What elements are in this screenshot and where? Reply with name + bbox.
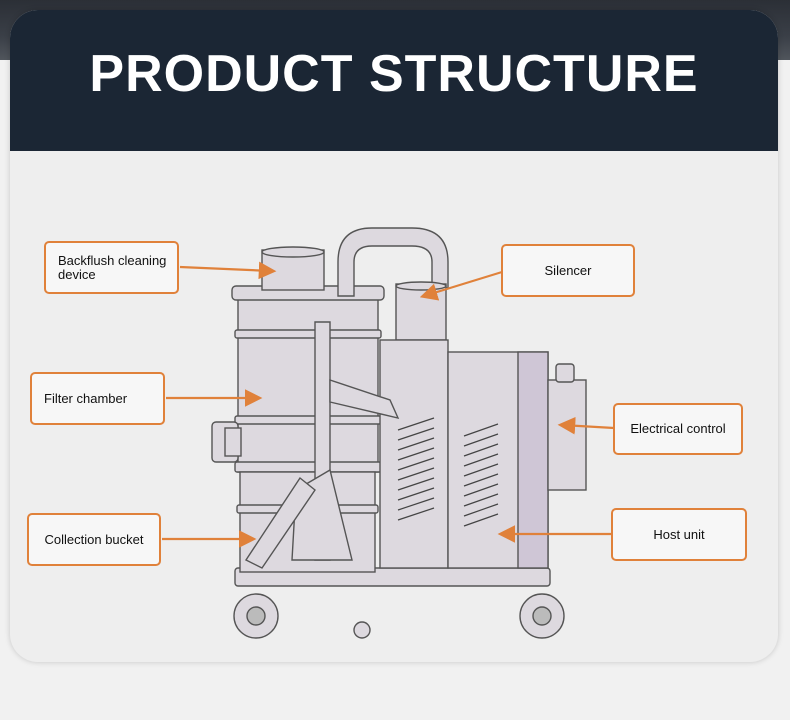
label-collection-bucket: Collection bucket xyxy=(27,513,161,566)
label-backflush-cleaning-device: Backflush cleaning device xyxy=(44,241,179,294)
filter-chamber-body xyxy=(237,295,379,473)
page-title: PRODUCT STRUCTURE xyxy=(89,45,699,103)
arrow-electrical-control xyxy=(557,416,615,435)
label-silencer: Silencer xyxy=(501,244,635,297)
label-host-unit: Host unit xyxy=(611,508,747,561)
caster-wheel xyxy=(353,621,371,639)
host-unit-left-panel xyxy=(379,339,449,569)
label-electrical-control: Electrical control xyxy=(613,403,743,455)
electrical-control-box xyxy=(547,379,587,491)
header-banner: PRODUCT STRUCTURE xyxy=(10,10,778,151)
label-filter-chamber: Filter chamber xyxy=(30,372,165,425)
arrow-silencer xyxy=(419,270,503,301)
arrow-backflush xyxy=(179,261,277,280)
